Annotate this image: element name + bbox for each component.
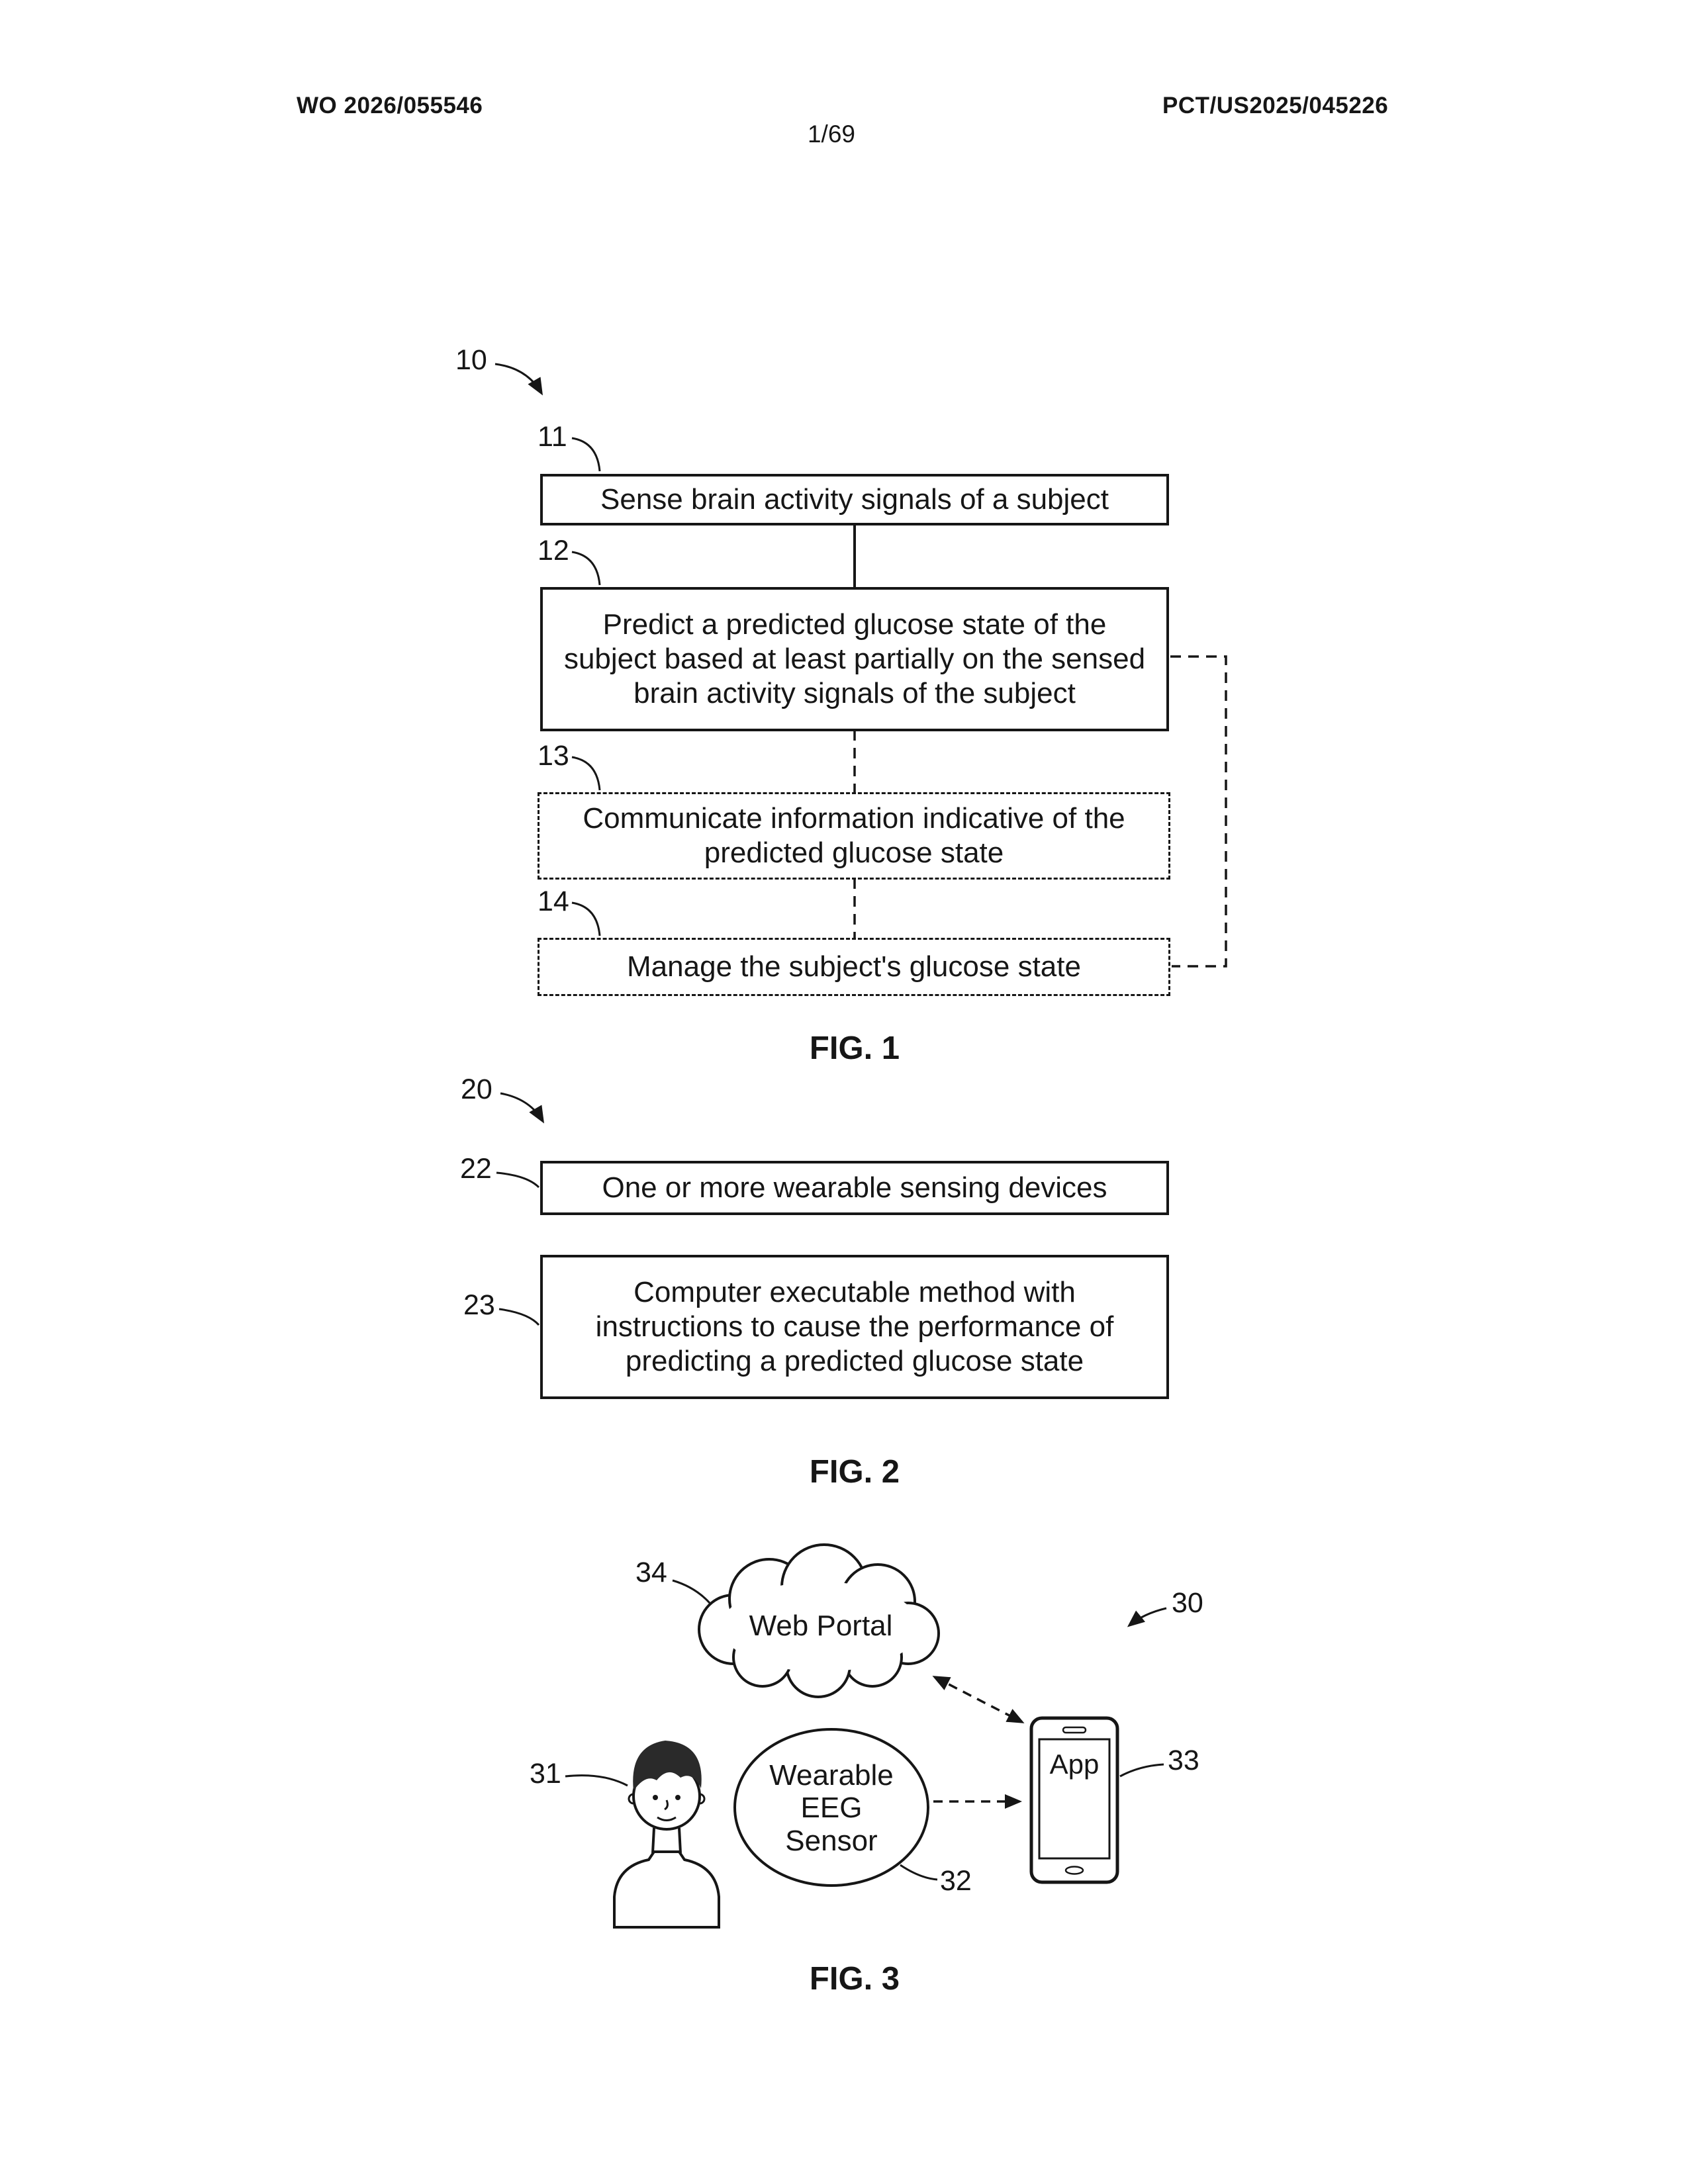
fig2-caption: FIG. 2 [809,1454,900,1490]
fig3-leader-lines [565,1579,1167,1881]
person-torso [613,1850,720,1929]
fig1-step-manage-box: Manage the subject's glucose state [538,938,1170,996]
fig1-box14-ref: 14 [538,886,569,917]
person-neck [651,1827,682,1854]
fig1-ref14-leader [571,901,601,936]
smartphone [1029,1716,1119,1884]
fig2-wearable-devices-text: One or more wearable sensing devices [602,1171,1107,1205]
fig1-box13-ref: 13 [538,740,569,772]
fig3-ref34-leader [672,1579,711,1604]
fig1-ref10-arrow [494,363,543,396]
fig2-ref23-leader [498,1308,540,1326]
fig3-comm-arrows [932,1676,1025,1809]
fig3-ref34: 34 [635,1557,667,1588]
phone-screen [1038,1738,1111,1860]
fig1-step-communicate-text: Communicate information indicative of th… [583,802,1125,869]
fig1-ref13-leader [571,756,601,791]
fig1-step-communicate-box: Communicate information indicative of th… [538,792,1170,880]
fig1-box12-ref: 12 [538,535,569,567]
fig2-ref22-leader [496,1171,540,1189]
person-hair [633,1741,702,1791]
pct-application-number: PCT/US2025/045226 [1162,93,1389,118]
fig2-executable-method-box: Computer executable method with instruct… [540,1255,1169,1399]
fig1-step-sense-box: Sense brain activity signals of a subjec… [540,474,1169,525]
web-portal-cloud [698,1543,940,1698]
eeg-sensor-label: Wearable EEG Sensor [769,1759,894,1857]
fig1-box11-ref: 11 [538,421,567,453]
fig2-leader-lines [496,1092,545,1326]
eeg-sensor-ellipse [733,1728,929,1887]
fig2-box23-ref: 23 [463,1289,495,1321]
fig2-box22-ref: 22 [460,1153,492,1185]
fig3-caption: FIG. 3 [809,1961,900,1997]
fig1-step-predict-box: Predict a predicted glucose state of the… [540,587,1169,731]
fig3-ref30-arrow [1127,1607,1167,1627]
fig3-ref30: 30 [1172,1587,1203,1619]
fig3-ref31: 31 [530,1758,561,1790]
fig1-ref12-leader [571,551,601,586]
sheet-page-indicator: 1/69 [807,120,855,148]
fig1-step-predict-text: Predict a predicted glucose state of the… [563,608,1146,709]
publication-number: WO 2026/055546 [297,93,483,118]
fig1-connectors [853,523,1227,968]
fig2-ref-label: 20 [461,1073,492,1105]
fig3-ref31-leader [565,1774,628,1787]
fig2-wearable-devices-box: One or more wearable sensing devices [540,1161,1169,1215]
fig1-step-manage-text: Manage the subject's glucose state [627,950,1081,983]
fig1-ref11-leader [571,437,601,472]
fig3-ref33: 33 [1168,1745,1199,1776]
phone-home-button [1064,1866,1084,1875]
fig1-leader-lines [494,363,601,936]
fig1-dashed-bypass-connector [1170,655,1227,968]
phone-app-label: App [1049,1749,1100,1780]
web-portal-label: Web Portal [749,1610,893,1643]
person-figure [613,1741,720,1929]
cloud-phone-arrow [932,1676,1025,1723]
fig3-ref33-leader [1119,1763,1164,1778]
fig2-executable-method-text: Computer executable method with instruct… [595,1276,1114,1377]
fig3-ref32-leader [900,1864,938,1881]
fig1-step-sense-text: Sense brain activity signals of a subjec… [600,483,1109,516]
fig2-ref20-arrow [500,1092,545,1124]
fig3-ref32: 32 [940,1865,972,1897]
fig1-ref-label: 10 [455,344,487,376]
fig1-caption: FIG. 1 [809,1030,900,1066]
phone-speaker [1062,1726,1087,1734]
